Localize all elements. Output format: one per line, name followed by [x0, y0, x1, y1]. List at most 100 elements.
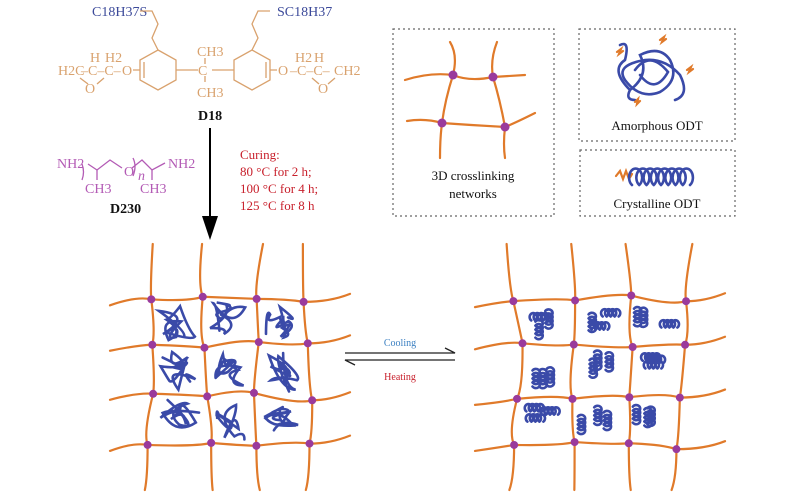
- crosslink-node: [147, 295, 156, 304]
- odt-coil: [587, 311, 598, 334]
- cooling-label: Cooling: [384, 338, 416, 349]
- crosslink-node: [200, 343, 209, 352]
- heating-label: Heating: [384, 372, 416, 383]
- crosslink-node: [627, 291, 636, 300]
- ch3-left: CH3: [85, 182, 111, 197]
- legend-network-box: 3D crosslinking networks: [392, 28, 555, 217]
- crosslink-node: [308, 396, 317, 405]
- crystalline-odt-label: Crystalline ODT: [613, 196, 700, 211]
- curing-conditions: Curing: 80 °C for 2 h; 100 °C for 4 h; 1…: [240, 147, 318, 213]
- network-label-2: networks: [449, 186, 497, 201]
- odt-coil: [534, 318, 544, 341]
- network-chain: [301, 242, 314, 492]
- methyl-bottom: CH3: [197, 86, 223, 101]
- crosslink-node: [681, 340, 690, 349]
- odt-coil: [631, 403, 642, 426]
- crosslink-node: [305, 439, 314, 448]
- crosslink-node: [518, 339, 527, 348]
- odt-coil: [602, 409, 613, 432]
- svg-text:–C–C–: –C–C–: [80, 64, 122, 79]
- left-epoxide-ch2: H2C: [58, 64, 84, 79]
- crosslink-node: [303, 339, 312, 348]
- crosslink-node: [570, 438, 579, 447]
- amorphous-odt-chain: [266, 351, 300, 393]
- odt-coil: [531, 367, 542, 390]
- nh2-left: NH2: [57, 157, 84, 172]
- network-chain: [252, 242, 265, 492]
- d230-structure: NH2 NH2 O n CH3 CH3 D230: [57, 157, 195, 217]
- odt-coil: [599, 307, 622, 318]
- crosslink-node: [571, 296, 580, 305]
- network-chain: [108, 292, 352, 307]
- d18-label: D18: [198, 109, 222, 124]
- right-thioether-label: SC18H37: [277, 5, 332, 20]
- network-chain: [143, 242, 155, 492]
- curing-step-2: 100 °C for 4 h;: [240, 181, 318, 196]
- left-thioether-label: C18H37S: [92, 5, 147, 20]
- right-epoxide-ch2: CH2: [334, 64, 360, 79]
- svg-text:C: C: [198, 64, 207, 79]
- crosslink-node: [510, 440, 519, 449]
- odt-coil: [588, 321, 611, 331]
- odt-coil: [646, 405, 656, 428]
- crosslink-node: [682, 297, 691, 306]
- crosslink-node: [569, 340, 578, 349]
- hardener-o: O: [124, 165, 134, 180]
- right-epoxide-o: O: [318, 82, 328, 97]
- d18-structure: C18H37S SC18H37 CH3 CH3 C O O H2C –C–C– …: [58, 5, 360, 124]
- amorphous-network: [108, 242, 352, 492]
- odt-coil: [523, 402, 546, 413]
- crosslink-node: [672, 445, 681, 454]
- crosslink-node: [624, 439, 633, 448]
- right-ch: H: [314, 51, 324, 66]
- network-label-1: 3D crosslinking: [432, 168, 515, 183]
- network-chain: [108, 334, 352, 352]
- curing-step-1: 80 °C for 2 h;: [240, 164, 312, 179]
- amorphous-odt-chain: [154, 303, 197, 342]
- network-chain: [199, 242, 214, 492]
- left-ch: H: [90, 51, 100, 66]
- crosslink-node: [207, 438, 216, 447]
- svg-text:–C–C–: –C–C–: [289, 64, 331, 79]
- legend-crystalline-box: Crystalline ODT: [579, 149, 736, 217]
- odt-coil: [576, 413, 587, 436]
- amorphous-odt-chain: [158, 349, 197, 393]
- right-ether-o: O: [278, 64, 288, 79]
- reaction-arrow: [202, 128, 218, 240]
- odt-coil: [524, 413, 547, 423]
- amorphous-odt-chain: [159, 398, 201, 429]
- odt-coil: [592, 349, 603, 371]
- odt-coil: [658, 318, 681, 329]
- network-chain: [670, 242, 694, 492]
- curing-title: Curing:: [240, 147, 280, 162]
- odt-coil: [642, 359, 665, 370]
- odt-coil: [639, 352, 662, 362]
- crosslink-node: [203, 392, 212, 401]
- amorphous-odt-label: Amorphous ODT: [611, 118, 702, 133]
- crosslink-node: [249, 388, 258, 397]
- network-chain: [473, 388, 727, 406]
- crosslink-node: [252, 294, 261, 303]
- right-ch2: H2: [295, 51, 312, 66]
- crosslink-node: [513, 394, 522, 403]
- crosslink-node: [198, 292, 207, 301]
- network-chain: [505, 242, 524, 492]
- ch3-right: CH3: [140, 182, 166, 197]
- network-chain: [569, 242, 577, 492]
- legend-amorphous-box: Amorphous ODT: [578, 28, 736, 142]
- crosslink-node: [252, 441, 261, 450]
- odt-coil: [539, 406, 561, 416]
- odt-coil: [592, 404, 603, 427]
- methyl-top: CH3: [197, 45, 223, 60]
- d230-label: D230: [110, 202, 141, 217]
- hardener-n: n: [138, 169, 145, 184]
- amorphous-odt-chain: [209, 301, 248, 336]
- odt-coil: [543, 308, 554, 330]
- crosslink-node: [143, 440, 152, 449]
- crosslink-node: [149, 389, 158, 398]
- odt-coil: [545, 366, 556, 388]
- crosslink-node: [509, 297, 518, 306]
- crosslink-node: [675, 393, 684, 402]
- odt-coil: [528, 311, 551, 322]
